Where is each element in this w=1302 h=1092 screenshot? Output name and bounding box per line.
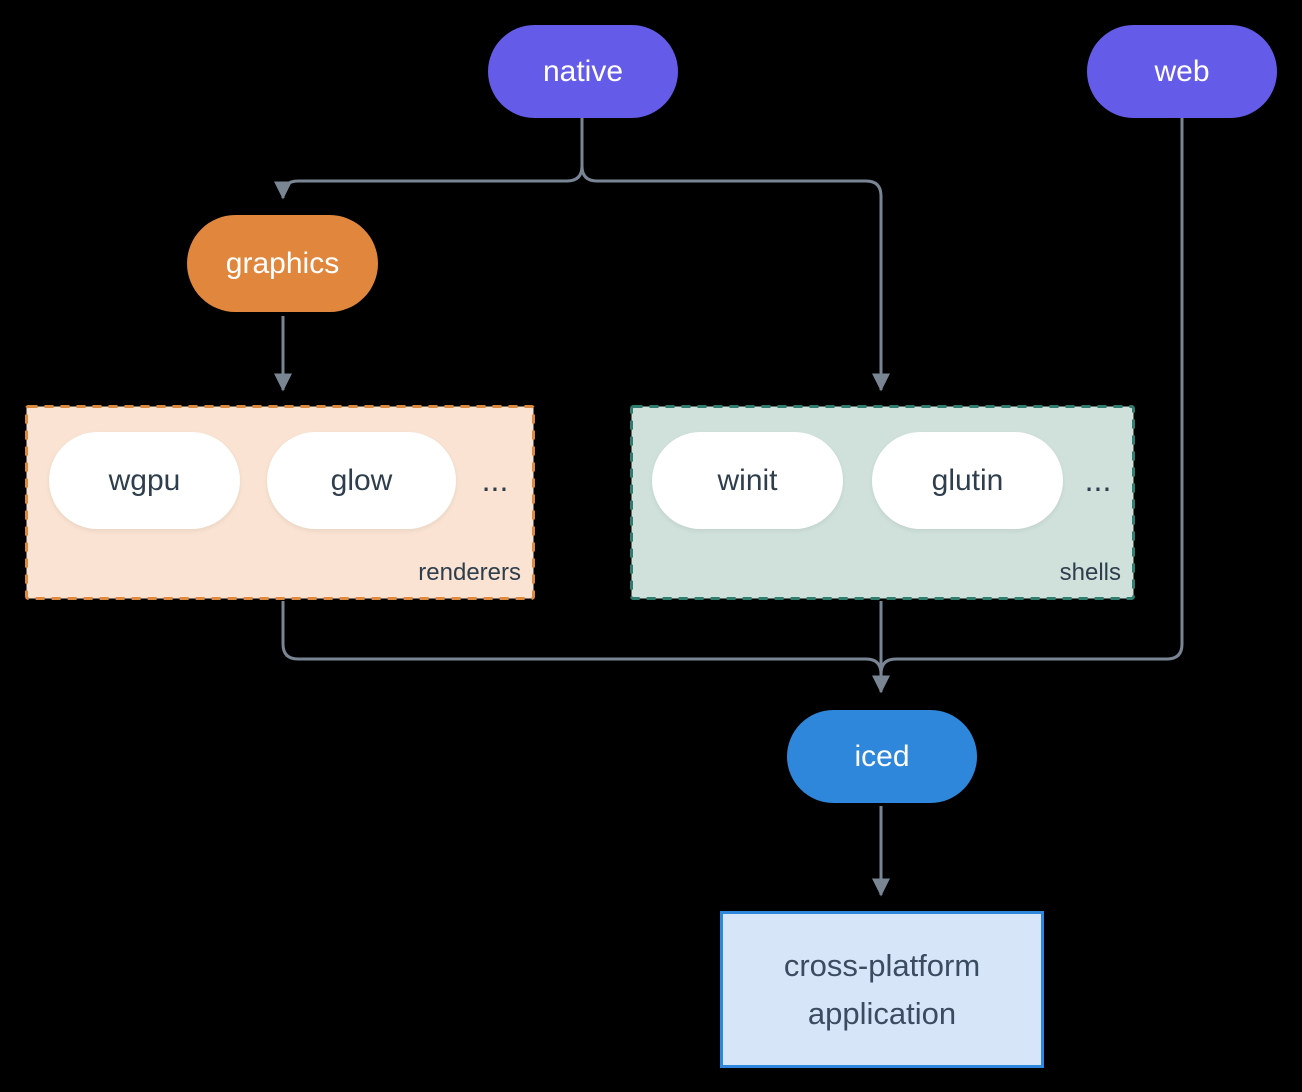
node-wgpu-label: wgpu [108, 463, 181, 497]
node-glow: glow [267, 432, 456, 529]
node-cross-platform-application: cross-platform application [720, 911, 1044, 1068]
app-label-line1: cross-platform [783, 947, 981, 983]
shells-group-label: shells [1059, 559, 1121, 586]
node-winit-label: winit [717, 463, 778, 497]
node-native: native [488, 25, 678, 118]
node-graphics-label: graphics [225, 246, 340, 280]
node-web-label: web [1154, 54, 1210, 88]
node-glutin-label: glutin [931, 463, 1004, 497]
node-glutin: glutin [872, 432, 1063, 529]
node-graphics: graphics [187, 215, 378, 312]
node-glow-label: glow [330, 463, 393, 497]
edge-web-iced [879, 118, 1184, 675]
group-shells: winit glutin ... shells [630, 405, 1135, 600]
node-web: web [1087, 25, 1277, 118]
node-iced-label: iced [854, 739, 910, 773]
app-label-line2: application [807, 995, 957, 1031]
node-winit: winit [652, 432, 843, 529]
shells-ellipsis: ... [1084, 462, 1112, 498]
edge-renderers-iced [281, 601, 883, 675]
edge-native-shells [580, 165, 890, 392]
renderers-group-label: renderers [418, 559, 521, 586]
node-wgpu: wgpu [49, 432, 240, 529]
group-renderers: wgpu glow ... renderers [25, 405, 535, 600]
node-iced: iced [787, 710, 977, 803]
renderers-ellipsis: ... [481, 462, 509, 498]
edge-native-graphics [274, 118, 584, 200]
node-native-label: native [542, 54, 624, 88]
